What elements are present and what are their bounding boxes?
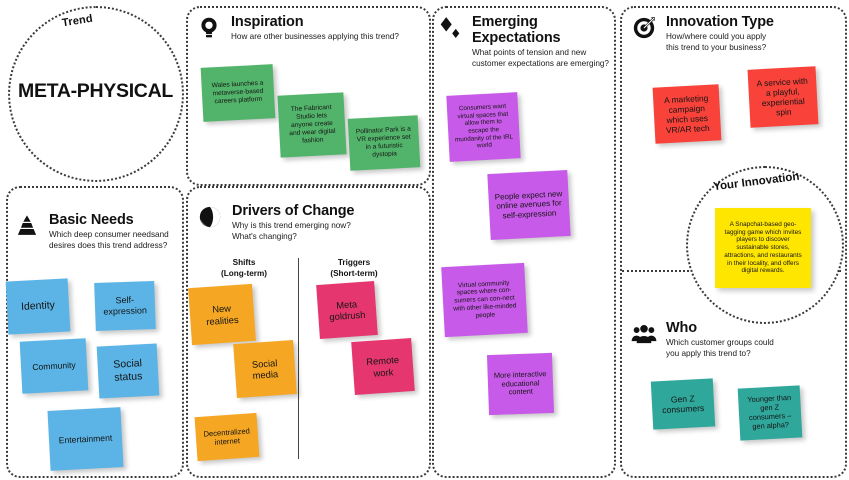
pyramid-icon: [17, 215, 37, 235]
note-text: The Fabricant Studio lets anyone create …: [289, 104, 336, 145]
drivers-of-change-subtitle-line2: What's changing?: [232, 232, 297, 242]
trend-circle: [8, 6, 184, 182]
note-text: Entertainment: [58, 432, 113, 446]
drivers-shift-note-3[interactable]: Decentralized internet: [194, 412, 260, 462]
people-group-icon: [631, 325, 657, 344]
section-header-emerging-expectations: Emerging Expectations What points of ten…: [437, 14, 609, 70]
sparkle-diamonds-icon: [440, 17, 460, 38]
drivers-shift-note-1[interactable]: New realities: [188, 283, 256, 346]
section-header-basic-needs: Basic Needs Which deep consumer needsand…: [14, 212, 174, 252]
panel-emerging-expectations: [432, 6, 616, 478]
note-text: More interactive educational content: [493, 368, 547, 397]
lightbulb-icon: [201, 17, 217, 38]
inspiration-subtitle: How are other businesses applying this t…: [231, 32, 399, 42]
basic-needs-note-community[interactable]: Community: [19, 338, 89, 394]
emerging-note-4[interactable]: More interactive educational content: [486, 352, 555, 416]
section-header-innovation-type: Innovation Type How/where could you appl…: [631, 14, 831, 54]
basic-needs-note-self-expression[interactable]: Self-expression: [94, 280, 156, 332]
innovation-type-note-2[interactable]: A service with a playful, experiential s…: [747, 66, 819, 128]
innovation-type-subtitle-line1: How/where could you apply: [666, 32, 767, 42]
triggers-heading-line2: (Short-term): [330, 268, 378, 278]
drivers-column-heading-shifts: Shifts (Long-term): [196, 258, 292, 279]
basic-needs-subtitle: Which deep consumer needsand desires doe…: [49, 230, 169, 251]
note-text: Decentralized internet: [203, 426, 251, 447]
your-innovation-note-text: A Snapchat-based geo-tagging game which …: [724, 221, 802, 275]
who-subtitle-line2: you apply this trend to?: [666, 349, 751, 359]
drivers-shift-note-2[interactable]: Social media: [233, 339, 297, 399]
emerging-note-3[interactable]: Virtual community spaces where con-sumer…: [441, 262, 528, 338]
innovation-type-title: Innovation Type: [666, 14, 774, 30]
trend-name: META-PHYSICAL: [18, 80, 173, 102]
basic-needs-title: Basic Needs: [49, 212, 134, 228]
note-text: New realities: [205, 302, 239, 327]
drivers-column-heading-triggers: Triggers (Short-term): [306, 258, 402, 279]
target-icon: [633, 17, 655, 39]
basic-needs-note-identity[interactable]: Identity: [5, 278, 71, 335]
note-text: People expect new online avenues for sel…: [494, 188, 563, 221]
note-text: Wales launches a metaverse-based careers…: [211, 79, 264, 106]
drivers-column-divider: [298, 258, 300, 459]
emerging-expectations-title-line2: Expectations: [472, 30, 561, 47]
basic-needs-note-entertainment[interactable]: Entertainment: [47, 407, 124, 471]
panel-drivers-of-change: [186, 186, 431, 478]
emerging-note-2[interactable]: People expect new online avenues for sel…: [487, 169, 571, 241]
inspiration-title: Inspiration: [231, 14, 304, 30]
drivers-of-change-subtitle-line1: Why is this trend emerging now?: [232, 221, 351, 231]
emerging-expectations-title-line1: Emerging: [472, 14, 538, 30]
note-text: A service with a playful, experiential s…: [756, 75, 809, 118]
innovation-type-subtitle-line2: this trend to your business?: [666, 43, 767, 53]
shifts-heading-line2: (Long-term): [221, 268, 267, 278]
panel-inspiration: [186, 6, 431, 186]
note-text: Self-expression: [103, 294, 148, 317]
inspiration-note-3[interactable]: Pollinator Park is a VR experience set i…: [347, 115, 421, 171]
note-text: A marketing campaign which uses VR/AR te…: [663, 92, 710, 136]
note-text: Identity: [20, 299, 56, 314]
note-text: Social status: [113, 357, 143, 384]
note-text: Social media: [251, 356, 279, 381]
who-note-2[interactable]: Younger than gen Z consumers – gen alpha…: [737, 385, 803, 441]
note-text: Virtual community spaces where con-sumer…: [453, 279, 517, 320]
shifts-heading-line1: Shifts: [232, 258, 256, 267]
note-text: Consumers want virtual spaces that allow…: [454, 103, 514, 150]
note-text: Remote work: [365, 354, 400, 379]
drivers-trigger-note-2[interactable]: Remote work: [351, 337, 415, 396]
section-header-inspiration: Inspiration How are other businesses app…: [196, 14, 411, 43]
note-text: Community: [32, 359, 76, 372]
section-header-drivers-of-change: Drivers of Change Why is this trend emer…: [197, 203, 417, 243]
note-text: Meta goldrush: [329, 298, 366, 323]
drivers-of-change-title: Drivers of Change: [232, 203, 355, 219]
section-header-who: Who Which customer groups could you appl…: [631, 320, 831, 360]
note-text: Gen Z consumers: [662, 393, 705, 416]
who-title: Who: [666, 320, 697, 336]
innovation-type-note-1[interactable]: A marketing campaign which uses VR/AR te…: [652, 84, 722, 144]
who-note-1[interactable]: Gen Z consumers: [650, 378, 716, 430]
who-subtitle-line1: Which customer groups could: [666, 338, 774, 348]
basic-needs-note-social-status[interactable]: Social status: [96, 343, 160, 399]
inspiration-note-1[interactable]: Wales launches a metaverse-based careers…: [200, 64, 276, 122]
panel-basic-needs: [6, 186, 184, 478]
drivers-trigger-note-1[interactable]: Meta goldrush: [316, 281, 378, 339]
emerging-expectations-subtitle: What points of tension and new customer …: [472, 48, 609, 69]
panel-right-column: [620, 6, 847, 478]
triggers-heading-line1: Triggers: [337, 258, 371, 267]
inspiration-note-2[interactable]: The Fabricant Studio lets anyone create …: [277, 92, 347, 158]
globe-icon: [199, 206, 221, 228]
note-text: Pollinator Park is a VR experience set i…: [355, 125, 411, 159]
your-innovation-note[interactable]: A Snapchat-based geo-tagging game which …: [715, 208, 811, 288]
note-text: Younger than gen Z consumers – gen alpha…: [747, 393, 792, 431]
emerging-note-1[interactable]: Consumers want virtual spaces that allow…: [446, 92, 521, 162]
